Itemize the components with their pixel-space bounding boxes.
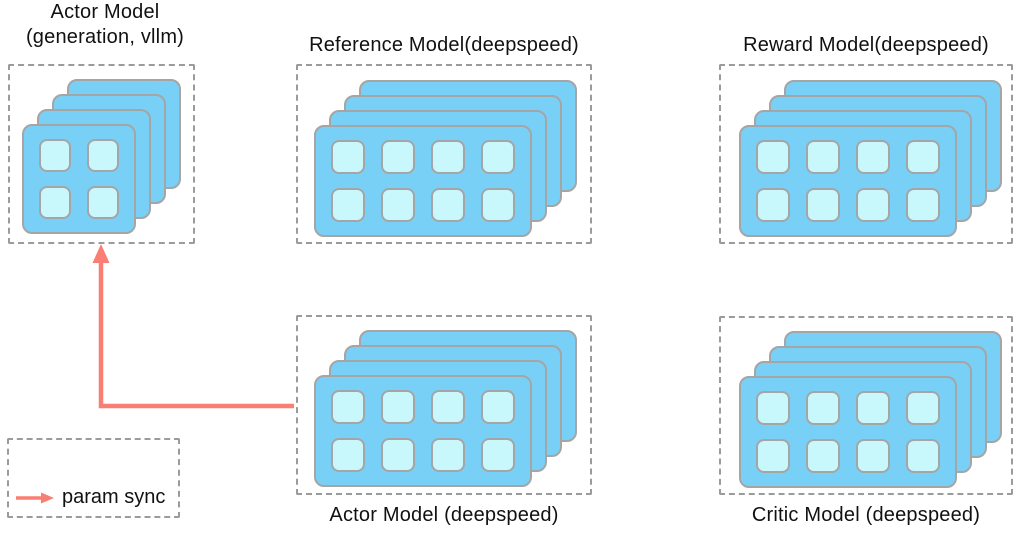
gpu-square [381, 140, 415, 174]
reference-gpu-stack [314, 80, 577, 237]
gpu-square [856, 439, 890, 473]
title-actor-vllm-line1: Actor Model [50, 1, 160, 23]
critic-gpu-stack [739, 331, 1002, 488]
title-actor-vllm: Actor Model (generation, vllm) [0, 0, 210, 50]
title-reference-model: Reference Model(deepspeed) [309, 34, 579, 56]
title-actor-deepspeed: Actor Model (deepspeed) [329, 504, 559, 526]
gpu-square [381, 188, 415, 222]
gpu-square [906, 188, 940, 222]
gpu-square [431, 188, 465, 222]
gpu-square [756, 140, 790, 174]
gpu-square [906, 391, 940, 425]
gpu-square [756, 391, 790, 425]
gpu-grid [316, 127, 530, 235]
critic-model-box [719, 316, 1013, 495]
gpu-square [806, 439, 840, 473]
gpu-square [856, 391, 890, 425]
gpu-square [331, 140, 365, 174]
gpu-grid [741, 127, 955, 235]
gpu-grid [24, 126, 134, 232]
gpu-card [314, 125, 532, 237]
gpu-grid [316, 377, 530, 485]
actor-vllm-gpu-stack [22, 79, 181, 234]
gpu-square [906, 140, 940, 174]
reward-model-box [719, 64, 1013, 244]
gpu-square [331, 438, 365, 472]
gpu-card [739, 376, 957, 488]
gpu-square [481, 188, 515, 222]
legend-row: param sync [15, 486, 165, 509]
gpu-square [906, 439, 940, 473]
gpu-square [39, 139, 71, 172]
gpu-square [481, 140, 515, 174]
gpu-square [806, 391, 840, 425]
actor-vllm-box [8, 64, 195, 244]
gpu-square [431, 390, 465, 424]
gpu-square [756, 439, 790, 473]
legend-label: param sync [62, 486, 166, 508]
actor-deepspeed-box [296, 315, 592, 495]
gpu-square [481, 390, 515, 424]
legend-box: param sync [7, 438, 180, 518]
gpu-square [431, 438, 465, 472]
gpu-square [381, 390, 415, 424]
reward-gpu-stack [739, 80, 1002, 237]
gpu-card [739, 125, 957, 237]
param-sync-legend-arrow-icon [16, 492, 54, 503]
gpu-square [331, 188, 365, 222]
title-reward-model: Reward Model(deepspeed) [743, 34, 989, 56]
gpu-square [39, 186, 71, 219]
gpu-grid [741, 378, 955, 486]
gpu-square [381, 438, 415, 472]
gpu-square [856, 188, 890, 222]
gpu-square [856, 140, 890, 174]
title-critic-model: Critic Model (deepspeed) [751, 504, 981, 526]
actor-deepspeed-gpu-stack [314, 330, 577, 487]
reference-model-box [296, 64, 592, 244]
gpu-square [87, 139, 119, 172]
gpu-square [87, 186, 119, 219]
gpu-square [431, 140, 465, 174]
gpu-square [806, 140, 840, 174]
gpu-square [481, 438, 515, 472]
gpu-square [331, 390, 365, 424]
gpu-card [314, 375, 532, 487]
gpu-card [22, 124, 136, 234]
title-actor-vllm-line2: (generation, vllm) [25, 26, 185, 48]
gpu-square [806, 188, 840, 222]
gpu-square [756, 188, 790, 222]
